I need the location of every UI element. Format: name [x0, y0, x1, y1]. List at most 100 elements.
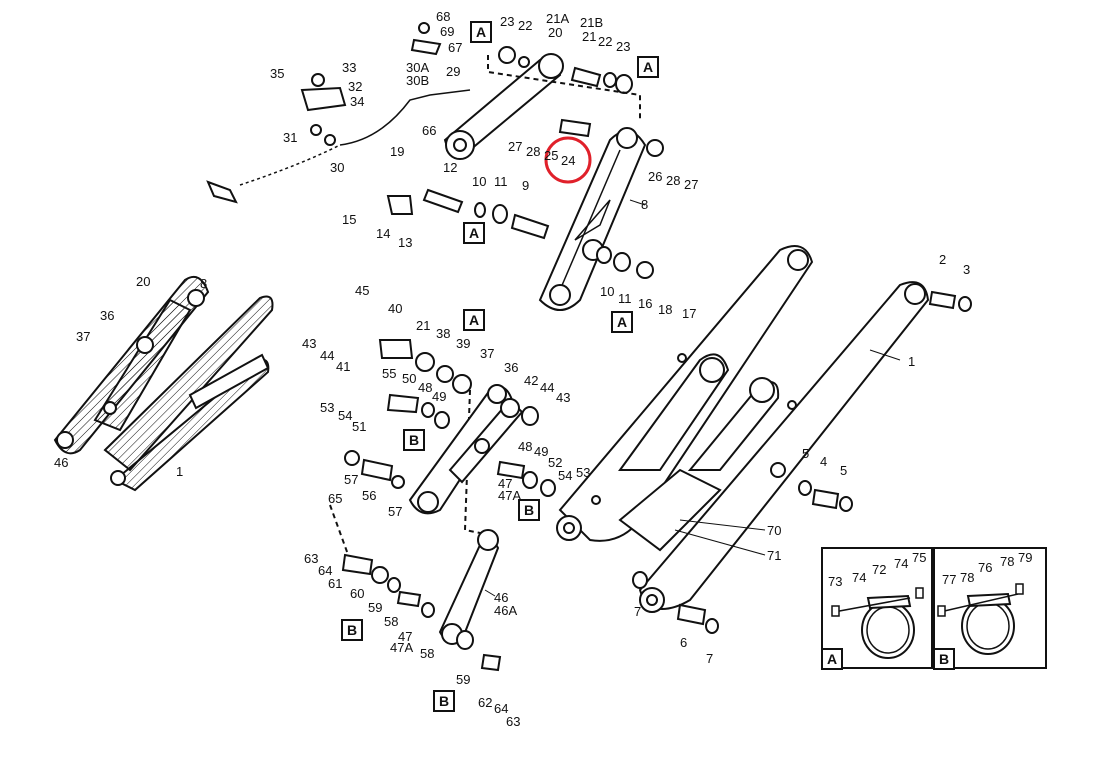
- callout-1: 1: [908, 354, 915, 369]
- callout-78: 78: [1000, 554, 1014, 569]
- callout-42: 42: [524, 373, 538, 388]
- callout-7: 7: [706, 651, 713, 666]
- callout-26: 26: [648, 169, 662, 184]
- callout-74: 74: [852, 570, 866, 585]
- callout-77: 77: [942, 572, 956, 587]
- callout-21: 21: [582, 29, 596, 44]
- callout-44: 44: [540, 380, 554, 395]
- callout-21A: 21A: [546, 11, 569, 26]
- svg-text:B: B: [524, 502, 534, 518]
- callout-36: 36: [100, 308, 114, 323]
- pins-21-23: [498, 46, 664, 279]
- svg-text:B: B: [347, 622, 357, 638]
- callout-72: 72: [872, 562, 886, 577]
- callout-6: 6: [680, 635, 687, 650]
- pins-right: [632, 290, 972, 634]
- callout-21B: 21B: [580, 15, 603, 30]
- callout-64: 64: [318, 563, 332, 578]
- callout-18: 18: [658, 302, 672, 317]
- callout-53: 53: [320, 400, 334, 415]
- callout-63: 63: [304, 551, 318, 566]
- svg-text:A: A: [643, 59, 653, 75]
- callout-36: 36: [504, 360, 518, 375]
- link-46: [438, 529, 500, 645]
- ref-box-A: A: [611, 311, 633, 333]
- callout-75: 75: [912, 550, 926, 565]
- callout-28: 28: [526, 144, 540, 159]
- callout-44: 44: [320, 348, 334, 363]
- callout-37: 37: [480, 346, 494, 361]
- inset-B: 77 78 76 78 79 B: [933, 547, 1047, 670]
- ref-box-A: A: [637, 56, 659, 78]
- callout-54: 54: [558, 468, 572, 483]
- callout-48: 48: [418, 380, 432, 395]
- callout-71: 71: [767, 548, 781, 563]
- callout-79: 79: [1018, 550, 1032, 565]
- callout-30: 30: [330, 160, 344, 175]
- ref-box-A: A: [470, 21, 492, 43]
- inset-A-label: A: [827, 651, 837, 667]
- callout-33: 33: [342, 60, 356, 75]
- callout-15: 15: [342, 212, 356, 227]
- callout-39: 39: [456, 336, 470, 351]
- ref-box-B: B: [518, 499, 540, 521]
- callout-1: 1: [176, 464, 183, 479]
- callout-57: 57: [388, 504, 402, 519]
- svg-text:A: A: [476, 24, 486, 40]
- callout-3: 3: [963, 262, 970, 277]
- callout-9: 9: [522, 178, 529, 193]
- callout-47A: 47A: [498, 488, 521, 503]
- callout-13: 13: [398, 235, 412, 250]
- callout-47: 47: [498, 476, 512, 491]
- callout-49: 49: [534, 444, 548, 459]
- reference-boxes: A A A A A B B B B: [341, 21, 659, 712]
- callout-10: 10: [472, 174, 486, 189]
- inset-A: 73 74 72 74 75 A: [821, 547, 933, 670]
- callout-23: 23: [500, 14, 514, 29]
- callout-59: 59: [456, 672, 470, 687]
- callout-4: 4: [820, 454, 827, 469]
- leader-lines: [484, 199, 901, 597]
- callout-60: 60: [350, 586, 364, 601]
- callout-17: 17: [682, 306, 696, 321]
- callout-56: 56: [362, 488, 376, 503]
- ref-box-A: A: [463, 222, 485, 244]
- callout-63: 63: [506, 714, 520, 729]
- svg-text:B: B: [439, 693, 449, 709]
- callout-78: 78: [960, 570, 974, 585]
- callout-19: 19: [390, 144, 404, 159]
- link-20: [443, 53, 564, 160]
- callout-58: 58: [384, 614, 398, 629]
- callout-52: 52: [548, 455, 562, 470]
- callout-69: 69: [440, 24, 454, 39]
- callout-27: 27: [508, 139, 522, 154]
- overview-assembly: [53, 276, 274, 492]
- callout-7: 7: [634, 604, 641, 619]
- ref-box-A: A: [463, 309, 485, 331]
- callout-62: 62: [478, 695, 492, 710]
- callout-46: 46: [494, 590, 508, 605]
- ref-box-B: B: [341, 619, 363, 641]
- callout-23: 23: [616, 39, 630, 54]
- callout-20: 20: [136, 274, 150, 289]
- callout-27: 27: [684, 177, 698, 192]
- callout-64: 64: [494, 701, 508, 716]
- callout-29: 29: [446, 64, 460, 79]
- callout-65: 65: [328, 491, 342, 506]
- callout-50: 50: [402, 371, 416, 386]
- callout-46A: 46A: [494, 603, 517, 618]
- callout-57: 57: [344, 472, 358, 487]
- callout-67: 67: [448, 40, 462, 55]
- callout-53: 53: [576, 465, 590, 480]
- ref-box-B: B: [433, 690, 455, 712]
- callout-43: 43: [556, 390, 570, 405]
- svg-text:A: A: [469, 225, 479, 241]
- callout-labels: 68 69 67 23 22 21A 20 21B 21 22 23 35 33…: [54, 9, 970, 729]
- callout-22: 22: [598, 34, 612, 49]
- svg-text:A: A: [469, 312, 479, 328]
- callout-5: 5: [802, 446, 809, 461]
- callout-8: 8: [200, 276, 207, 291]
- inset-B-label: B: [939, 651, 949, 667]
- callout-45: 45: [355, 283, 369, 298]
